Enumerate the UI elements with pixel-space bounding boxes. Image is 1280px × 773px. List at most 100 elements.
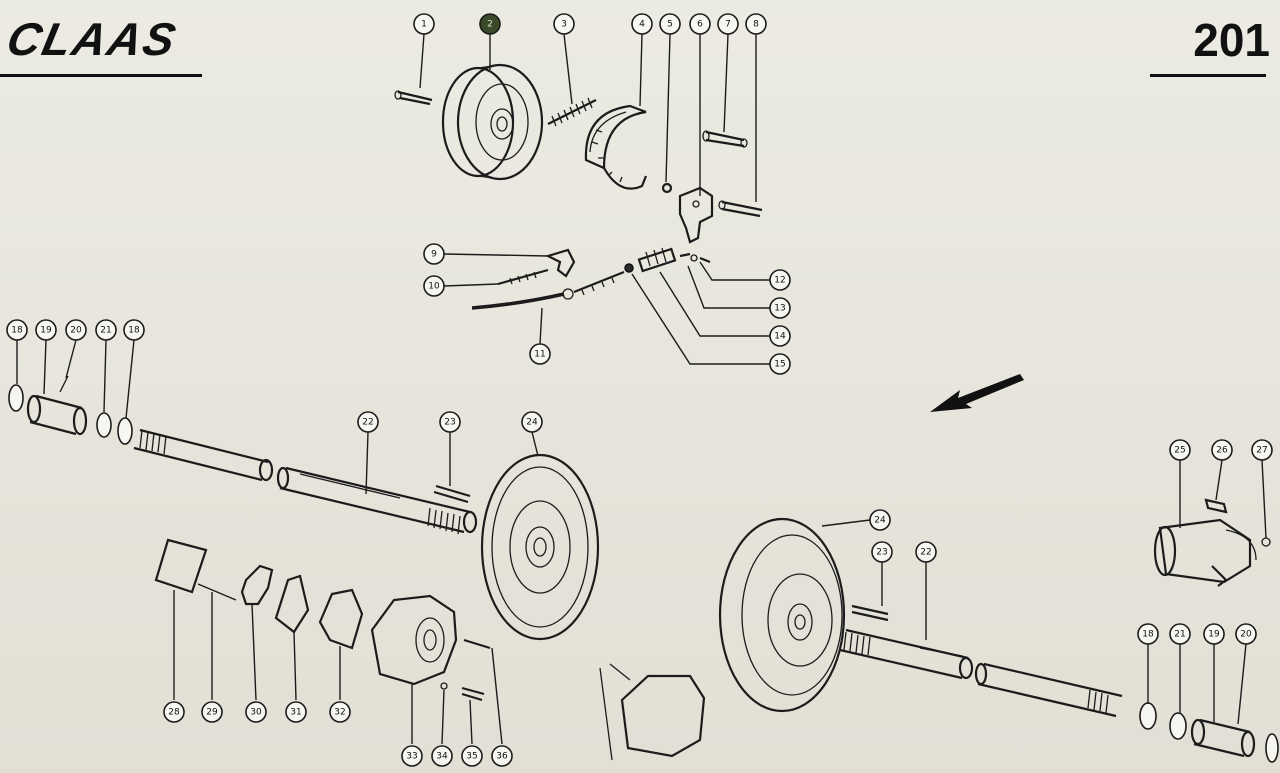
callout-1: 1 xyxy=(413,13,435,35)
callout-23-right: 23 xyxy=(871,541,893,563)
part-shaft-right xyxy=(974,662,1123,718)
part-pin-29 xyxy=(197,583,237,601)
part-bolt-10 xyxy=(497,268,549,286)
callout-label: 33 xyxy=(406,752,417,762)
callouts: 1 2 3 4 5 6 7 8 9 10 11 12 13 14 15 18 1… xyxy=(6,13,1273,767)
callout-24-right: 24 xyxy=(869,509,891,531)
callout-label: 1 xyxy=(421,20,427,30)
callout-11: 11 xyxy=(529,343,551,365)
part-ring-18 xyxy=(8,384,24,412)
callout-label: 9 xyxy=(431,250,437,260)
brake-drum-assembly xyxy=(394,63,763,310)
part-ring-18c xyxy=(1139,702,1157,730)
direction-arrow-icon xyxy=(930,374,1024,412)
callout-label: 25 xyxy=(1174,446,1185,456)
callout-22-right: 22 xyxy=(915,541,937,563)
part-pad-32 xyxy=(318,588,364,650)
callout-label: 2 xyxy=(487,20,493,30)
part-pin-8 xyxy=(718,200,763,218)
callout-label: 34 xyxy=(436,752,448,762)
callout-27: 27 xyxy=(1251,439,1273,461)
callout-label: 27 xyxy=(1256,446,1267,456)
callout-label: 24 xyxy=(526,418,538,428)
part-bushing-19 xyxy=(26,375,88,436)
part-clip-30 xyxy=(240,564,274,606)
part-adjuster-12-15 xyxy=(624,247,711,273)
callout-label: 22 xyxy=(362,418,373,428)
part-coupling-25 xyxy=(1153,518,1257,587)
callout-18-right: 18 xyxy=(1137,623,1159,645)
part-disc-24 xyxy=(480,453,600,641)
part-key-23 xyxy=(433,484,471,504)
part-key-26 xyxy=(1204,498,1228,514)
callout-label: 6 xyxy=(697,20,703,30)
callout-label: 36 xyxy=(496,752,508,762)
part-washer-34 xyxy=(440,682,448,690)
callout-label: 26 xyxy=(1216,446,1228,456)
callout-21-right: 21 xyxy=(1169,623,1191,645)
callout-label: 31 xyxy=(290,708,301,718)
callout-3: 3 xyxy=(553,13,575,35)
callout-33: 33 xyxy=(401,745,423,767)
callout-label: 20 xyxy=(70,326,82,336)
callout-4: 4 xyxy=(631,13,653,35)
part-shaft-22 xyxy=(276,466,478,535)
part-caliper-33 xyxy=(370,594,458,686)
caliper-parts-left xyxy=(154,538,706,761)
callout-label: 28 xyxy=(168,708,180,718)
part-shaft-22b xyxy=(839,628,974,680)
brand-underline xyxy=(0,74,202,77)
callout-9: 9 xyxy=(423,243,445,265)
part-plate-28 xyxy=(154,538,208,594)
callout-28: 28 xyxy=(163,701,185,723)
callout-24: 24 xyxy=(521,411,543,433)
callout-label: 22 xyxy=(920,548,931,558)
callout-20-right: 20 xyxy=(1235,623,1257,645)
part-lever-6 xyxy=(678,186,714,244)
callout-label: 23 xyxy=(444,418,455,428)
callout-label: 30 xyxy=(250,708,262,718)
callout-label: 23 xyxy=(876,548,887,558)
callout-label: 18 xyxy=(1142,630,1154,640)
callout-label: 18 xyxy=(11,326,23,336)
callout-18: 18 xyxy=(6,319,28,341)
callout-31: 31 xyxy=(285,701,307,723)
callout-label: 35 xyxy=(466,752,477,762)
callout-label: 3 xyxy=(561,20,567,30)
part-spring-3 xyxy=(547,97,597,127)
part-shaft-left xyxy=(133,428,274,482)
callout-29: 29 xyxy=(201,701,223,723)
callout-label: 24 xyxy=(874,516,886,526)
callout-label: 21 xyxy=(100,326,111,336)
callout-14: 14 xyxy=(769,325,791,347)
callout-label: 13 xyxy=(774,304,785,314)
callout-36: 36 xyxy=(491,745,513,767)
callout-7: 7 xyxy=(717,13,739,35)
callout-25: 25 xyxy=(1169,439,1191,461)
callout-5: 5 xyxy=(659,13,681,35)
callout-19: 19 xyxy=(35,319,57,341)
callout-label: 12 xyxy=(774,276,785,286)
callout-label: 7 xyxy=(725,20,731,30)
callout-label: 32 xyxy=(334,708,345,718)
callout-26: 26 xyxy=(1211,439,1233,461)
callout-20: 20 xyxy=(65,319,87,341)
part-cable-11 xyxy=(471,270,625,310)
callout-34: 34 xyxy=(431,745,453,767)
callout-22: 22 xyxy=(357,411,379,433)
part-nipple-27 xyxy=(1261,537,1271,547)
callout-label: 14 xyxy=(774,332,786,342)
part-brake-drum-2 xyxy=(441,63,544,181)
callout-label: 5 xyxy=(667,20,673,30)
part-pin-7 xyxy=(702,130,748,148)
part-washer-5 xyxy=(661,182,673,194)
callout-35: 35 xyxy=(461,745,483,767)
callout-label: 19 xyxy=(40,326,52,336)
part-key-23b xyxy=(851,604,889,622)
callout-2: 2 xyxy=(479,13,501,35)
callout-label: 29 xyxy=(206,708,218,718)
leader-lines xyxy=(16,33,1267,745)
callout-12: 12 xyxy=(769,269,791,291)
